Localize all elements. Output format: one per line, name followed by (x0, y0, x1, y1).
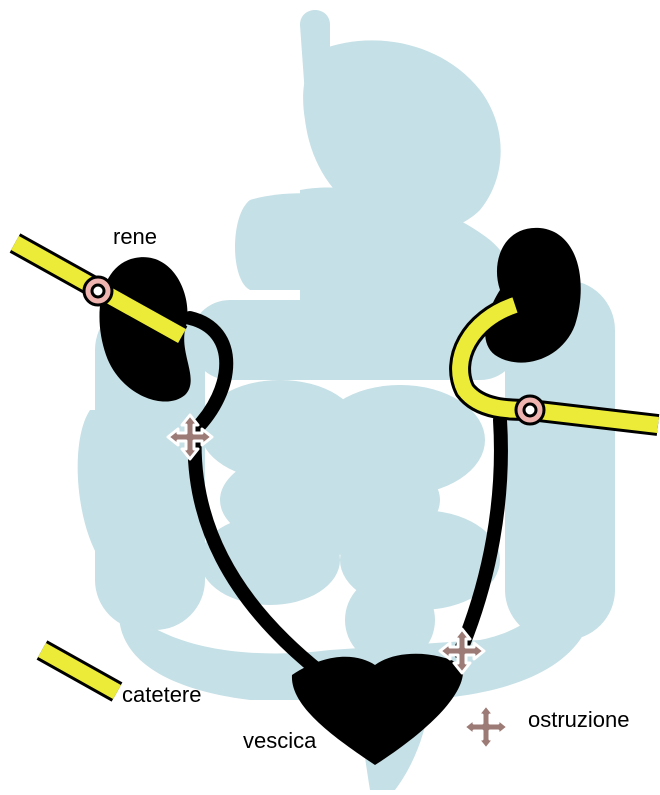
catheter-legend-label: catetere (122, 684, 202, 706)
catheter-ring-icon (84, 277, 112, 305)
legend-catheter-swatch (42, 650, 117, 692)
catheter-ring-icon (516, 396, 544, 424)
obstruction-icon (464, 705, 508, 749)
bladder (292, 654, 463, 765)
obstruction-legend-label: ostruzione (528, 709, 630, 731)
bladder-label: vescica (243, 730, 316, 752)
kidney-label: rene (113, 226, 157, 248)
